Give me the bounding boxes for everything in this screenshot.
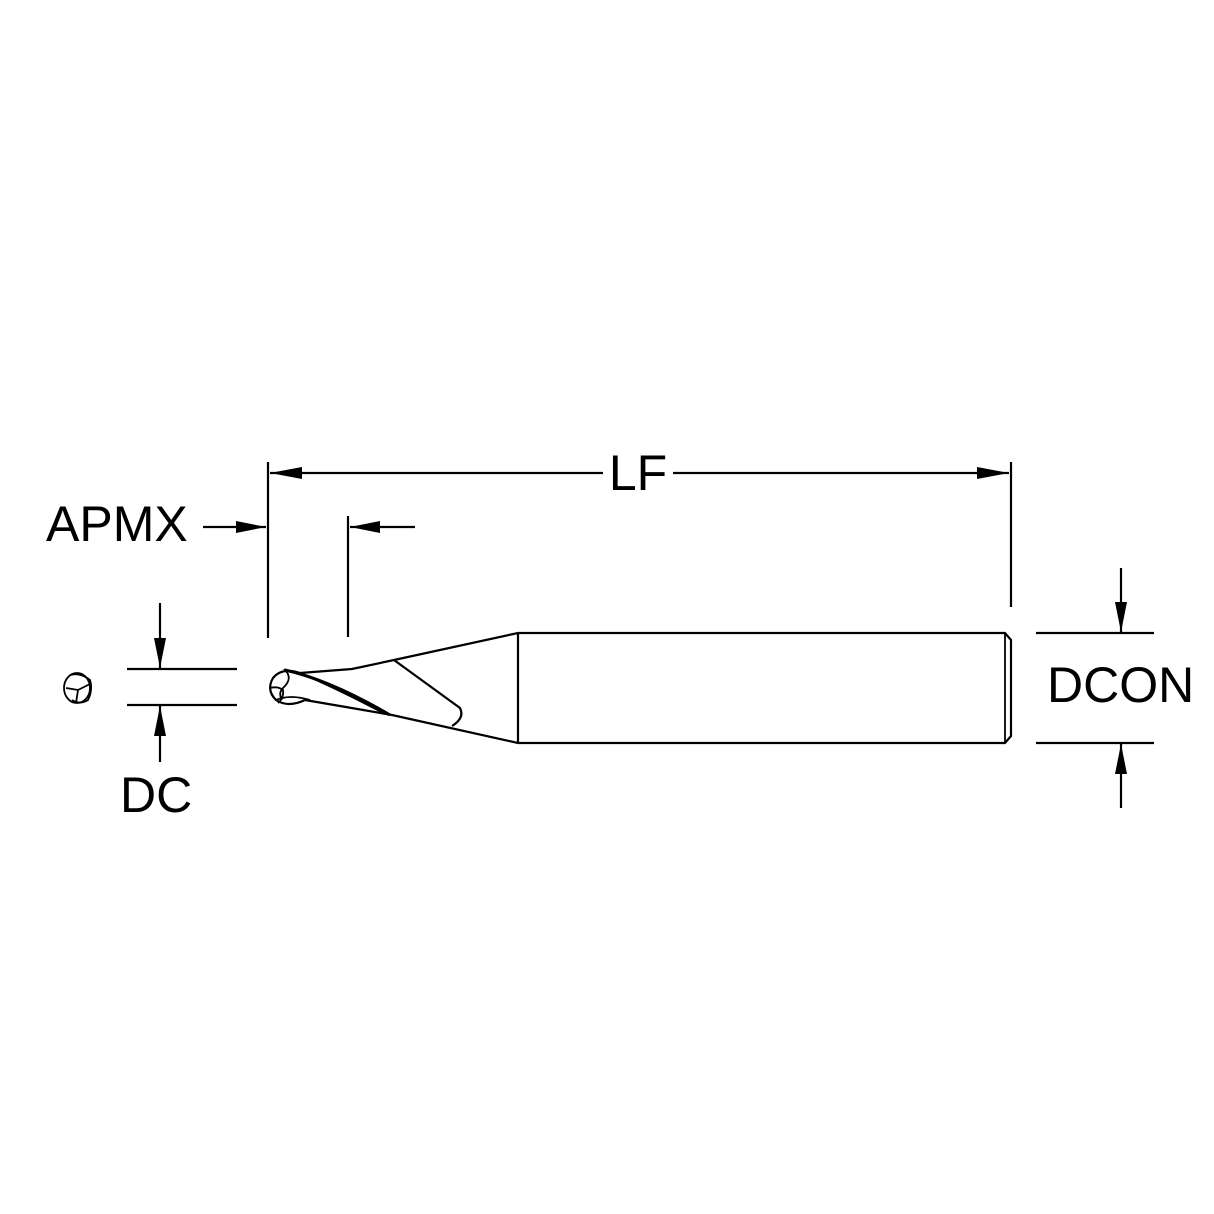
helix-edge-2 [299, 672, 386, 715]
ball-flute-3 [275, 696, 311, 701]
end-view-icon [63, 672, 93, 704]
ball-flute-1 [279, 668, 290, 701]
arrow-down-icon [154, 638, 166, 668]
ball-nose [269, 669, 306, 706]
end-mill-body [269, 631, 1013, 745]
dc-label: DC [120, 767, 192, 823]
dcon-label: DCON [1047, 657, 1194, 713]
arrow-down-icon [1115, 602, 1127, 632]
arrow-left-icon [270, 467, 302, 479]
dcon-dimension: DCON [1036, 568, 1194, 808]
arrow-right-icon [977, 467, 1009, 479]
taper-bottom [304, 698, 519, 745]
arrow-left-icon [350, 521, 380, 533]
flute-runout [393, 659, 463, 727]
lf-label: LF [609, 445, 667, 501]
apmx-label: APMX [46, 496, 188, 552]
arrow-right-icon [236, 521, 266, 533]
arrow-up-icon [1115, 744, 1127, 774]
arrow-up-icon [154, 706, 166, 736]
lf-dimension: LF [266, 445, 1013, 638]
taper-top [299, 631, 519, 675]
ball-flute-2 [269, 686, 285, 704]
shank [518, 631, 1013, 745]
dc-dimension: DC [120, 603, 237, 823]
apmx-dimension: APMX [46, 496, 415, 637]
